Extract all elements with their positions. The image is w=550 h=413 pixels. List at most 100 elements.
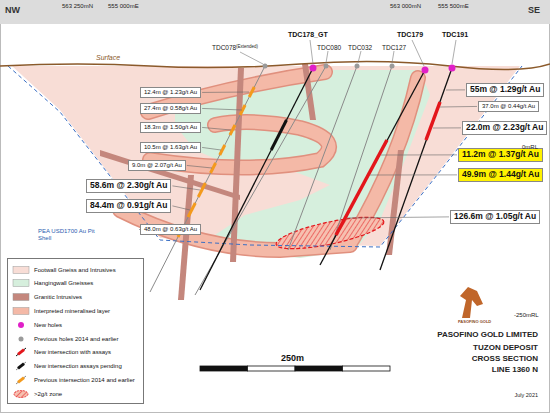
legend-row: Hangingwall Gneisses [12, 278, 93, 289]
assay-text: 11.2m @ 1.37g/t Au [462, 149, 539, 159]
drillhole-name: TDC127 [382, 44, 406, 51]
assay-label: 9.0m @ 2.07g/t Au [128, 160, 186, 171]
assay-text: 84.4m @ 0.91g/t Au [90, 200, 167, 210]
leader-line [187, 165, 212, 168]
collar-tick [240, 40, 456, 66]
legend-swatch [12, 306, 30, 316]
assay-text: 10.5m @ 1.63g/t Au [144, 144, 197, 150]
assay-label: 84.4m @ 0.91g/t Au [86, 199, 171, 213]
assay-label: 12.4m @ 1.23g/t Au [140, 87, 201, 98]
leader-line [202, 127, 231, 130]
legend-row: New intersection with assays [12, 347, 111, 358]
surface-line [0, 61, 550, 69]
surface-label: Surface [96, 54, 120, 62]
assay-text: 55m @ 1.29g/t Au [470, 84, 540, 94]
assay-label: 58.6m @ 2.30g/t Au [86, 179, 171, 193]
assay-text: 126.6m @ 1.05g/t Au [454, 211, 536, 221]
pending-intersection [271, 120, 286, 150]
previous-drillhole [150, 66, 392, 295]
assay-text: 48.0m @ 0.63g/t Au [144, 226, 197, 232]
assay-label: 55m @ 1.29g/t Au [466, 83, 544, 97]
assay-label: 27.4m @ 0.58g/t Au [140, 103, 201, 114]
drillhole-name: (Extended) [236, 45, 258, 50]
legend-row: >2g/t zone [12, 388, 62, 399]
legend-row: Previous holes 2014 and earlier [12, 333, 118, 344]
assay-text: 9.0m @ 2.07g/t Au [132, 162, 182, 168]
drillhole-name: TDC191 [442, 31, 468, 39]
assay-label: 49.9m @ 1.44g/t Au [458, 168, 543, 182]
compass-label: SE [528, 6, 540, 16]
assay-text: 58.6m @ 2.30g/t Au [90, 180, 167, 190]
drillhole-name: TDC178_GT [288, 31, 328, 39]
drillhole-name: TDC032 [348, 44, 372, 51]
leader-line [202, 108, 242, 110]
legend-box: Footwall Gneiss and IntrusivesHangingwal… [7, 258, 144, 404]
legend-text: Previous intersection 2014 and earlier [34, 377, 135, 383]
legend-swatch [12, 334, 30, 344]
leader-line [202, 147, 221, 150]
coordinate-label: 563 250mN [62, 3, 93, 10]
legend-swatch [12, 375, 30, 385]
new-collar [310, 65, 456, 74]
scale-label: 250m [281, 354, 304, 364]
legend-swatch [12, 320, 30, 330]
assay-label: 126.6m @ 1.05g/t Au [450, 210, 540, 224]
company-name: PASOFINO GOLD LIMITED [437, 331, 538, 340]
leader-line [347, 217, 449, 218]
date-label: July 2021 [514, 392, 538, 398]
company-logo [460, 287, 483, 318]
legend-text: Footwall Gneiss and Intrusives [34, 267, 116, 273]
leader-line [172, 206, 190, 210]
assayed-intersection [336, 102, 440, 235]
leader-line [370, 174, 457, 175]
legend-text: Interpreted mineralised layer [34, 308, 110, 314]
legend-text: Previous holes 2014 and earlier [34, 336, 118, 342]
assay-text: 12.4m @ 1.23g/t Au [144, 89, 197, 95]
legend-text: New intersection with assays [34, 349, 111, 355]
assay-label: 48.0m @ 0.63g/t Au [140, 224, 201, 235]
legend-swatch [12, 265, 30, 275]
legend-row: New holes [12, 319, 62, 330]
legend-text: >2g/t zone [34, 391, 62, 397]
legend-text: New intersection assays pending [34, 363, 122, 369]
assay-text: 27.4m @ 0.58g/t Au [144, 105, 197, 111]
assay-text: 37.0m @ 0.44g/t Au [482, 103, 535, 109]
section-title: LINE 1360 N [492, 366, 538, 375]
elevation-label: 0mRL [522, 144, 538, 151]
assay-text: 22.0m @ 2.23g/t Au [466, 122, 543, 132]
legend-swatch [12, 278, 30, 288]
legend-text: Granitic Intrusives [34, 294, 82, 300]
leader-line [172, 186, 200, 190]
pit-shell-label: PEA USD1700 Au Pit Shell [38, 228, 102, 241]
assay-label: 18.3m @ 1.50g/t Au [140, 122, 201, 133]
legend-row: New intersection assays pending [12, 361, 122, 372]
previous-collar [263, 64, 395, 69]
coordinate-label: 555 000mE [108, 3, 139, 10]
legend-text: New holes [34, 322, 62, 328]
coordinate-label: 563 000mN [390, 3, 421, 10]
legend-row: Granitic Intrusives [12, 292, 82, 303]
pit-shell [8, 66, 522, 247]
drillhole-name: TDC179 [397, 31, 423, 39]
scale-bar [200, 366, 390, 371]
legend-swatch [12, 347, 30, 357]
assay-label: 37.0m @ 0.44g/t Au [478, 101, 539, 112]
new-drillhole [200, 68, 452, 290]
leader-line [433, 127, 461, 128]
leader-line [440, 106, 477, 108]
assay-text: 18.3m @ 1.50g/t Au [144, 124, 197, 130]
legend-row: Footwall Gneiss and Intrusives [12, 264, 116, 275]
section-title: TUZON DEPOSIT [473, 344, 538, 353]
elevation-label: -250mRL [514, 312, 539, 319]
compass-label: NW [5, 6, 20, 16]
assay-text: 49.9m @ 1.44g/t Au [462, 169, 539, 179]
leader-line [446, 89, 465, 90]
legend-text: Hangingwall Gneisses [34, 280, 93, 286]
coordinate-label: 555 500mE [438, 3, 469, 10]
leader-line [381, 154, 457, 155]
legend-swatch [12, 389, 30, 399]
assay-label: 22.0m @ 2.23g/t Au [462, 121, 547, 135]
legend-row: Interpreted mineralised layer [12, 305, 110, 316]
